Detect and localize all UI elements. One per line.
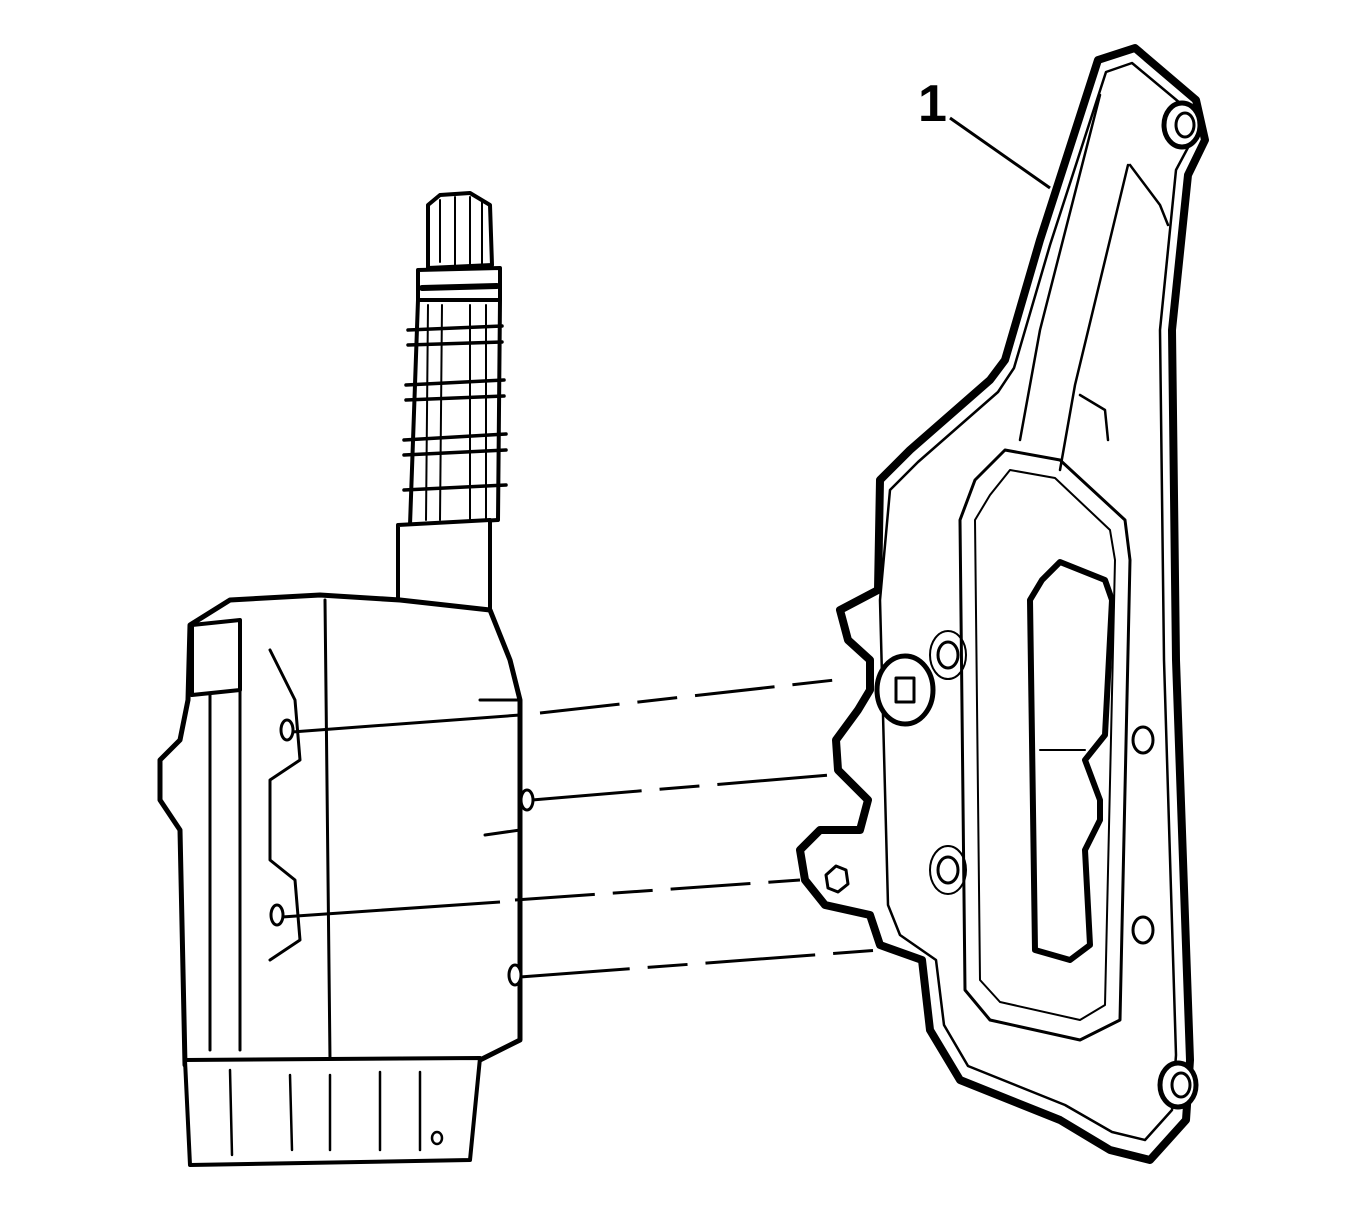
- callout-leader: [949, 116, 1051, 190]
- housing-clip-right: [478, 698, 522, 837]
- explode-line-4: [519, 948, 881, 979]
- frame-boss-2: [929, 845, 967, 895]
- shaft-rings: [402, 324, 508, 492]
- stud-4: [507, 963, 523, 987]
- bracket-nut-square: [894, 676, 916, 704]
- bracket-frame-inner: [974, 469, 1116, 1021]
- frame-hole-4: [1131, 915, 1155, 945]
- frame-boss-1: [929, 630, 967, 680]
- stud-1: [279, 718, 295, 742]
- connector-ribs: [228, 1068, 422, 1157]
- explode-line-1a: [291, 713, 521, 734]
- mounting-bracket: [796, 44, 1209, 1164]
- bracket-nut: [874, 653, 936, 727]
- explode-lines: [281, 678, 881, 979]
- bracket-arm-rib-4: [1078, 393, 1110, 442]
- bracket-outline: [796, 44, 1209, 1164]
- boss-bottom-hole: [1170, 1071, 1192, 1099]
- shaft-top-ribs: [439, 196, 483, 266]
- bracket-window: [1027, 559, 1115, 963]
- bracket-frame: [958, 448, 1132, 1042]
- shaft-grooves: [425, 304, 487, 521]
- frame-hole-2: [936, 855, 960, 885]
- connector-pin: [430, 1130, 444, 1146]
- shaft-body: [408, 298, 502, 527]
- explode-line-1b: [539, 678, 836, 715]
- housing-connector: [183, 1056, 482, 1167]
- stud-2: [519, 788, 535, 812]
- bracket-arm-rib: [1018, 93, 1102, 442]
- frame-hole-1: [936, 640, 960, 670]
- housing-side-edges: [208, 638, 242, 1052]
- shaft-assembly: [396, 191, 508, 617]
- bracket-arm-rib-2: [1128, 163, 1170, 227]
- explode-line-3b: [514, 878, 801, 902]
- housing-top-tab: [190, 618, 242, 697]
- bracket-inner-edge: [878, 61, 1194, 1142]
- boss-top-hole: [1174, 111, 1196, 139]
- actuator-housing: [157, 592, 535, 1167]
- callout-label-1: 1: [918, 75, 947, 133]
- explode-line-3a: [281, 900, 501, 919]
- explode-line-2: [531, 773, 831, 802]
- shaft-band: [419, 283, 500, 291]
- housing-seam: [323, 598, 332, 1062]
- bracket-arm-rib-3: [1058, 163, 1130, 472]
- stud-3: [269, 903, 285, 927]
- bracket-hex: [824, 864, 850, 894]
- housing-clip-left: [268, 648, 302, 962]
- frame-hole-3: [1131, 725, 1155, 755]
